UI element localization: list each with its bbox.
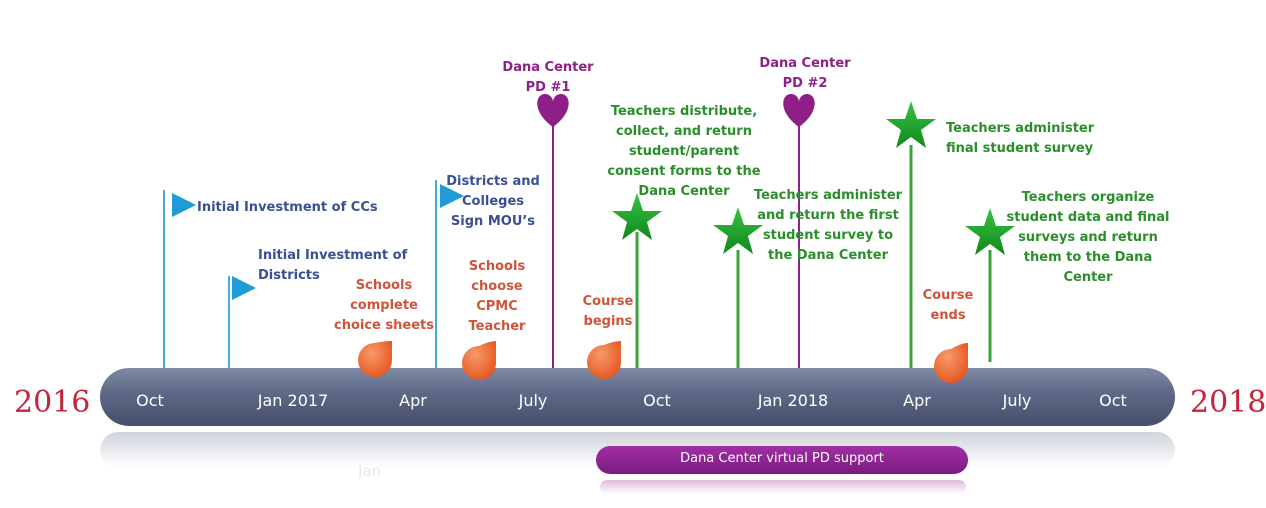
flag-icon	[232, 276, 256, 300]
event-pd2: Dana Center PD #2	[759, 56, 851, 91]
axis-tick-label: Oct	[1099, 391, 1127, 410]
pd-support-band-reflection	[600, 480, 966, 494]
event-pd1: Dana Center PD #1	[502, 60, 594, 95]
reflection-tick: Jan	[358, 462, 382, 480]
event-first-survey: Teachers administer and return the first…	[753, 188, 903, 263]
drop-icon	[462, 341, 496, 380]
axis-tick-label: July	[1002, 391, 1032, 410]
star-icon	[886, 101, 936, 148]
axis-tick-label: Jan 2018	[757, 391, 829, 410]
event-final-survey: Teachers administer final student survey	[946, 121, 1095, 156]
event-initial-ccs: Initial Investment of CCs	[197, 200, 378, 215]
event-course-begins: Course begins	[582, 294, 634, 329]
event-consent-forms: Teachers distribute, collect, and return…	[607, 104, 761, 199]
end-year: 2018	[1190, 385, 1266, 420]
star-icon	[713, 207, 763, 254]
heart-icon	[783, 94, 815, 127]
heart-icon	[537, 94, 569, 127]
axis-tick-label: Apr	[399, 391, 427, 410]
axis-tick-label: Apr	[903, 391, 931, 410]
timeline-bar	[100, 368, 1175, 426]
flag-icon	[440, 184, 464, 208]
event-organize-data: Teachers organize student data and final…	[1006, 190, 1170, 285]
drop-icon	[934, 343, 968, 383]
pd-support-label: Dana Center virtual PD support	[680, 451, 884, 466]
flag-icon	[172, 193, 196, 217]
axis-tick-label: Jan 2017	[257, 391, 329, 410]
drop-icon	[587, 341, 621, 379]
event-course-ends: Course ends	[922, 288, 974, 323]
drop-icon	[358, 341, 392, 377]
axis-tick-label: Oct	[136, 391, 164, 410]
event-schools-choose: Schools choose CPMC Teacher	[468, 259, 526, 334]
axis-tick-label: Oct	[643, 391, 671, 410]
pd-support-band: Dana Center virtual PD support	[596, 446, 968, 474]
axis-tick-label: July	[518, 391, 548, 410]
event-schools-complete: Schools complete choice sheets	[334, 278, 434, 333]
event-initial-districts: Initial Investment of Districts	[258, 248, 408, 283]
start-year: 2016	[14, 385, 91, 420]
star-icon	[612, 193, 662, 240]
star-icon	[965, 208, 1015, 255]
event-mou: Districts and Colleges Sign MOU’s	[446, 174, 540, 229]
